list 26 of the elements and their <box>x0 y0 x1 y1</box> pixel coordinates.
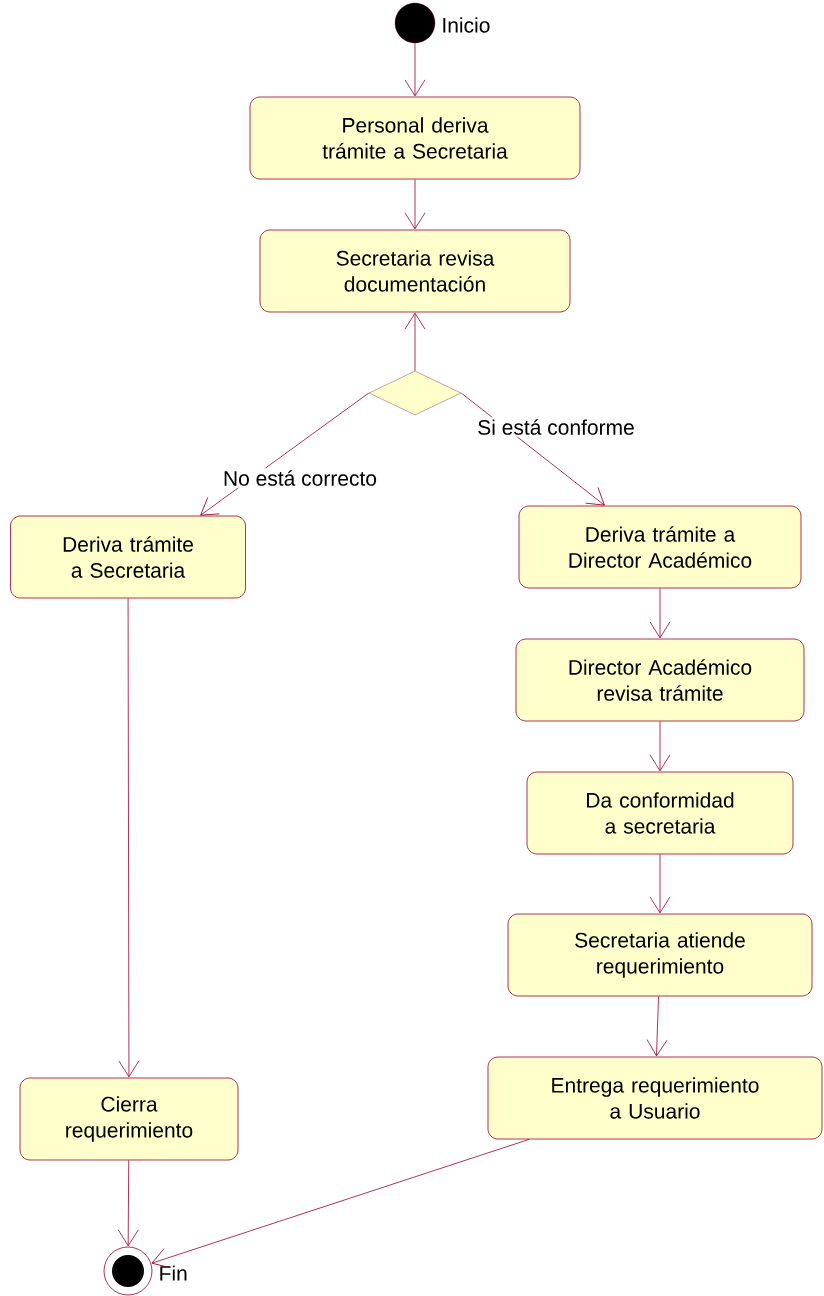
activity-box: Cierra requerimiento <box>19 1077 239 1161</box>
activity-box: Deriva trámite a Secretaria <box>10 515 246 599</box>
arrow <box>649 721 671 772</box>
activity-box: Entrega requerimiento a Usuario <box>487 1056 823 1140</box>
arrow <box>646 996 668 1057</box>
activity-box: Personal deriva trámite a Secretaria <box>249 96 581 180</box>
state-label: Fin <box>160 1265 187 1281</box>
arrow <box>404 42 426 97</box>
arrow <box>649 854 671 914</box>
edge-label: No está correcto <box>220 468 380 488</box>
activity-box: Secretaria atiende requerimiento <box>507 913 813 997</box>
edge-label: Si está conforme <box>475 417 637 437</box>
arrow <box>117 1160 139 1247</box>
activity-box: Secretaria revisa documentación <box>259 229 571 313</box>
arrow <box>118 598 140 1078</box>
state-label: Inicio <box>443 17 490 33</box>
start-dot <box>394 2 436 44</box>
activity-box: Deriva trámite a Director Académico <box>518 505 802 589</box>
activity-box: Director Académico revisa trámite <box>515 638 805 722</box>
end-bullseye <box>103 1246 153 1296</box>
arrow <box>404 312 426 372</box>
arrow <box>404 179 426 230</box>
arrow <box>151 1139 530 1269</box>
decision-diamond <box>368 370 462 416</box>
activity-box: Da conformidad a secretaria <box>526 771 794 855</box>
arrow <box>649 588 671 639</box>
